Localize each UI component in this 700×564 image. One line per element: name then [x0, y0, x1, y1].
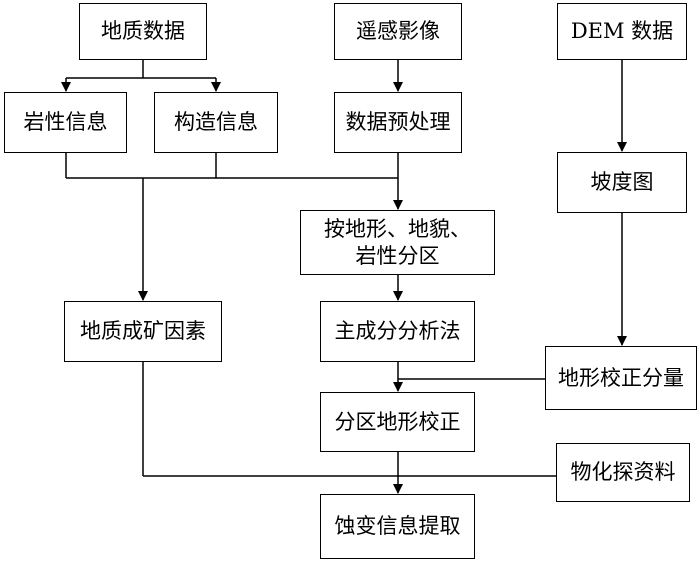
- node-terrain-correction-component: 地形校正分量: [545, 346, 697, 410]
- node-slope-map: 坡度图: [557, 152, 687, 213]
- node-remote-images: 遥感影像: [334, 3, 462, 60]
- node-data-preprocess: 数据预处理: [334, 92, 462, 153]
- node-lithology-info: 岩性信息: [4, 92, 127, 153]
- node-geochem-data: 物化探资料: [556, 443, 690, 502]
- node-zoning: 按地形、地貌、 岩性分区: [300, 210, 495, 275]
- node-dem-data: DEM 数据: [557, 3, 687, 60]
- node-ore-factors: 地质成矿因素: [64, 301, 222, 362]
- node-geo-data: 地质数据: [79, 3, 207, 60]
- node-alteration-extraction: 蚀变信息提取: [320, 494, 475, 559]
- node-pca: 主成分分析法: [320, 301, 475, 362]
- node-zone-terrain-correction: 分区地形校正: [320, 392, 475, 452]
- node-structure-info: 构造信息: [154, 92, 278, 153]
